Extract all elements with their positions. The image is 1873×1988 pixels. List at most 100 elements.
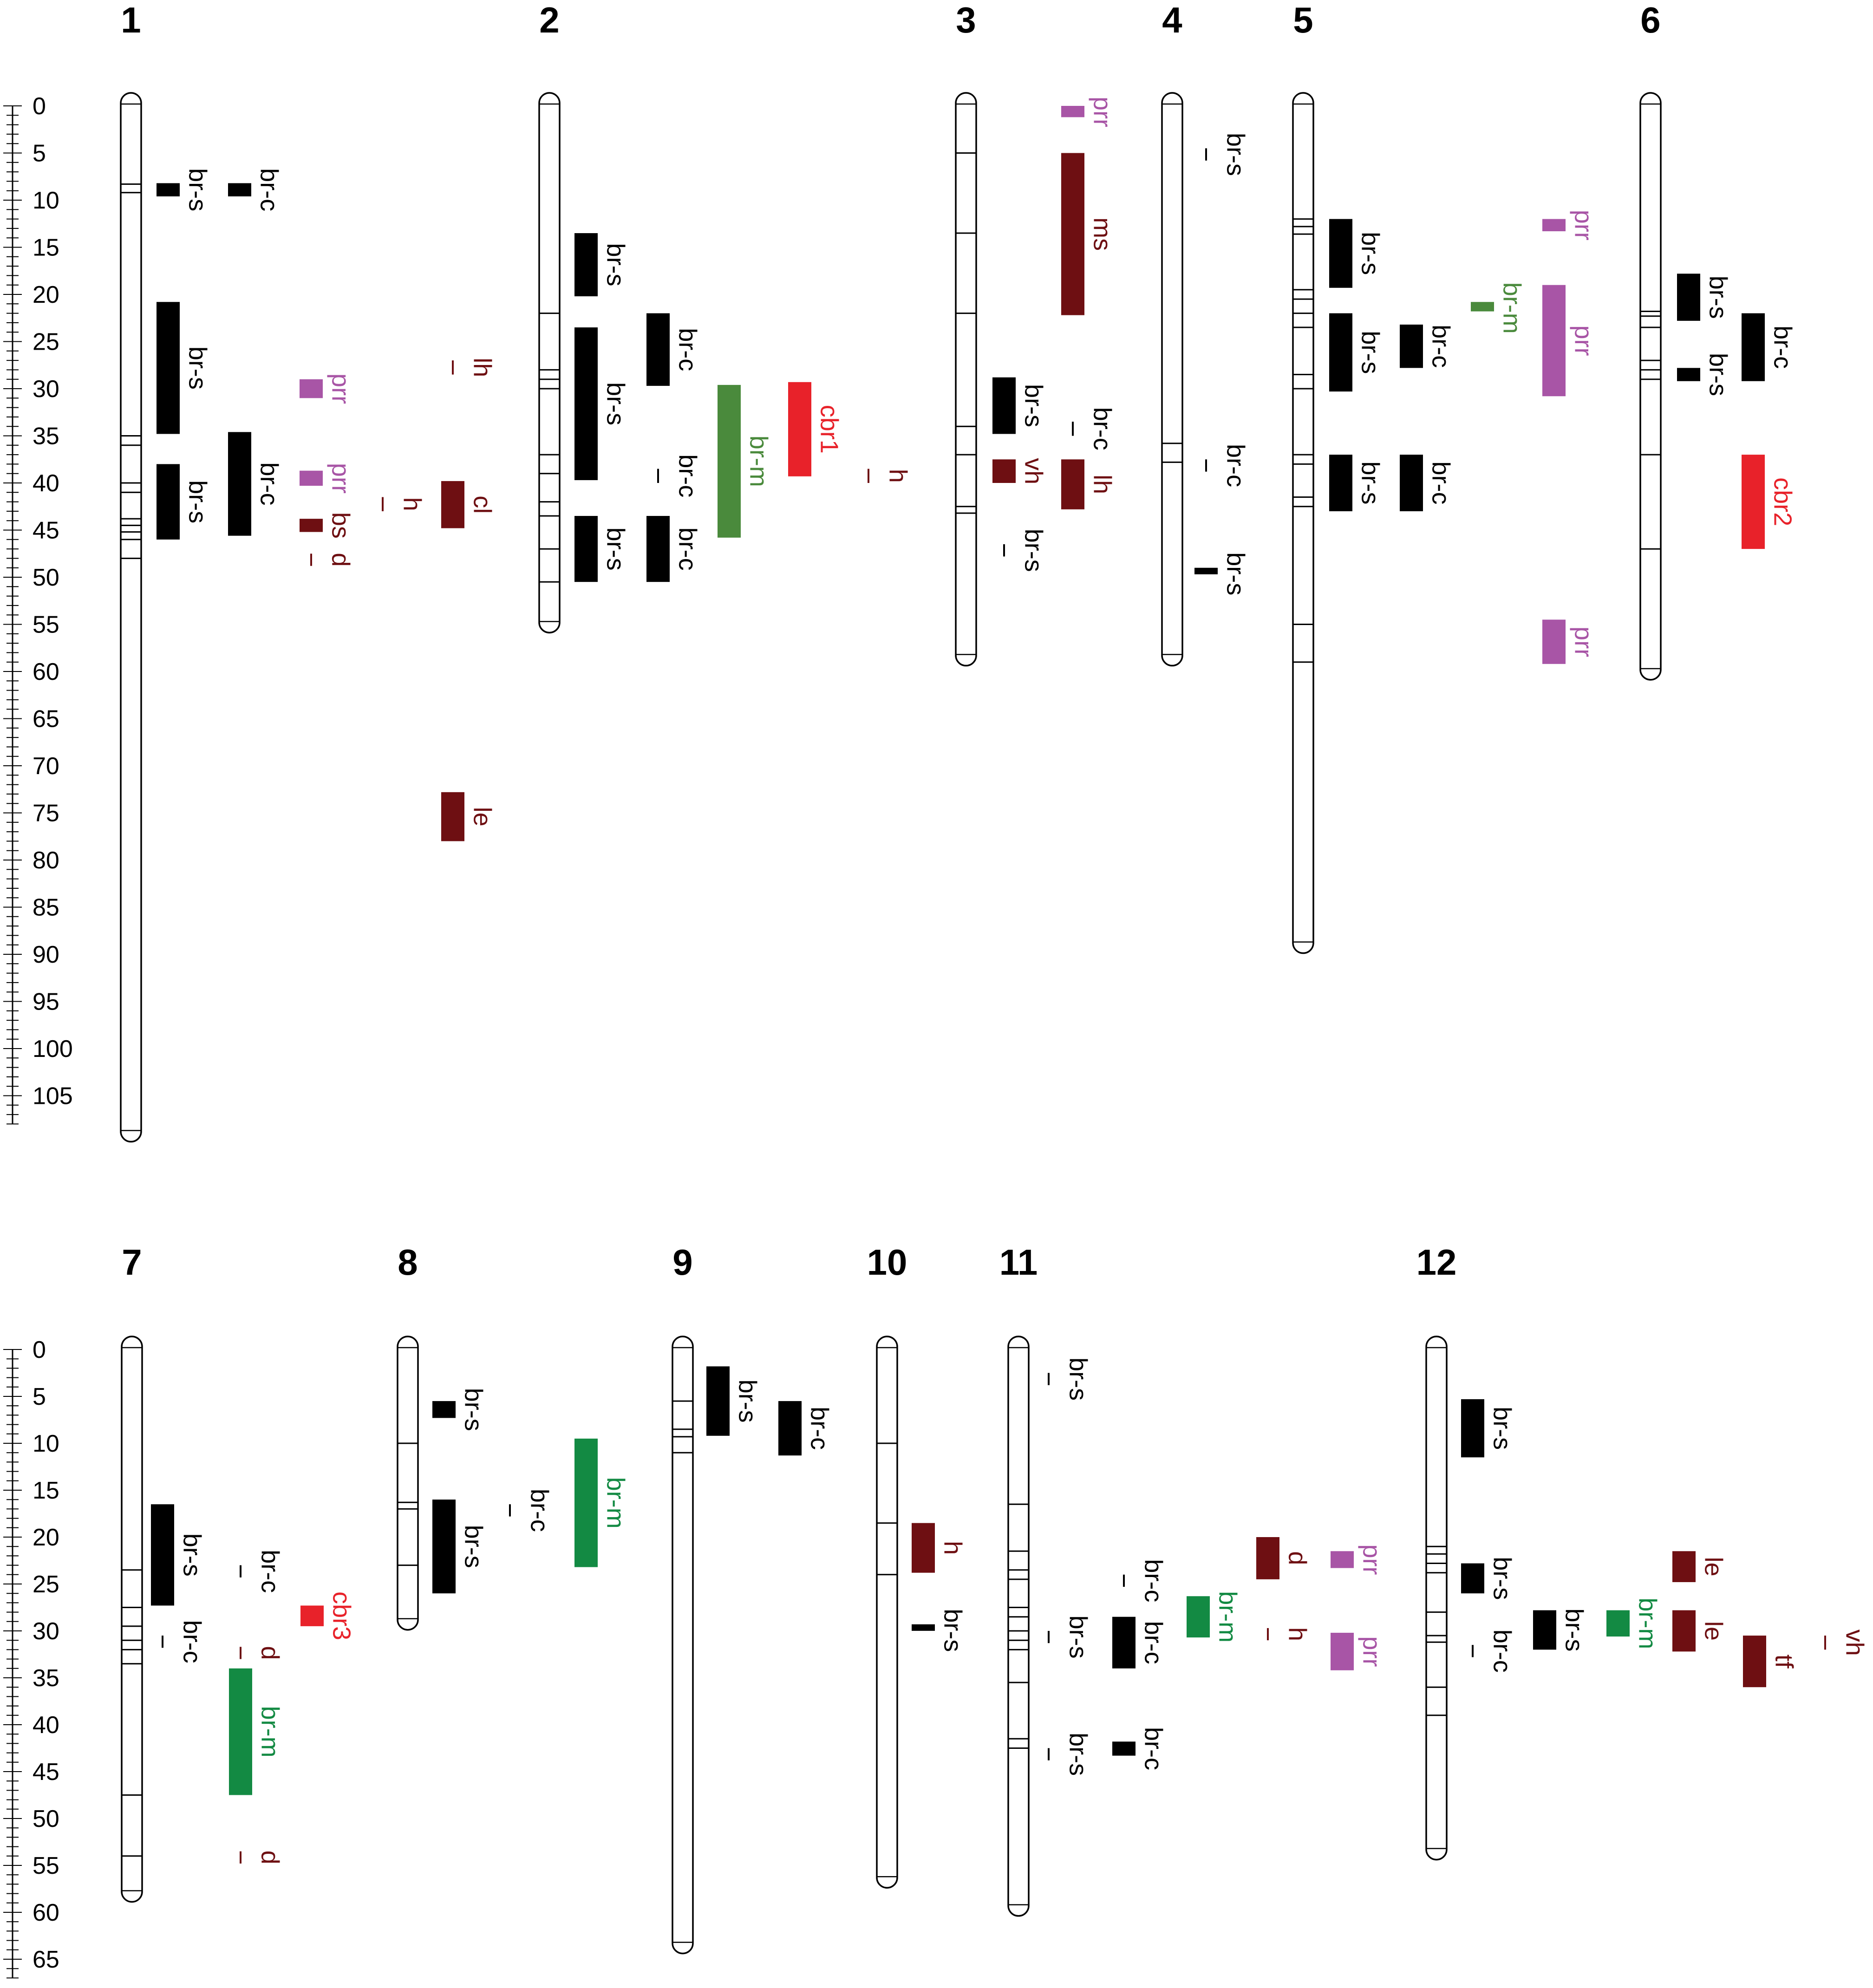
chromosome-body	[1161, 92, 1183, 667]
scale-tick-label: 10	[33, 1430, 59, 1457]
qtl-label: br-s	[1356, 232, 1384, 275]
qtl-h: h	[382, 497, 426, 511]
chromosome-number: 10	[867, 1242, 907, 1283]
qtl-bar	[912, 1523, 935, 1573]
qtl-label: cl	[468, 495, 496, 514]
qtl-h: h	[912, 1523, 966, 1573]
qtl-br-c: br-c	[1205, 444, 1249, 487]
qtl-br-c: br-c	[1123, 1559, 1167, 1602]
qtl-bar	[1672, 1610, 1696, 1652]
qtl-br-c: br-c	[228, 168, 283, 211]
qtl-bar	[1331, 1633, 1354, 1670]
qtl-bar	[157, 302, 180, 434]
qtl-label: prr	[1569, 626, 1597, 657]
qtl-prr: prr	[1331, 1544, 1385, 1575]
qtl-br-s: br-s	[1003, 529, 1047, 572]
qtl-label: br-m	[601, 1477, 629, 1529]
qtl-br-s: br-s	[151, 1504, 206, 1606]
qtl-label: cbr3	[327, 1591, 355, 1640]
qtl-label: ms	[1088, 217, 1116, 251]
qtl-br-s: br-s	[432, 1499, 487, 1594]
qtl-bar	[646, 516, 670, 582]
scale-tick-label: 45	[33, 517, 59, 544]
qtl-br-s: br-s	[1048, 1733, 1092, 1776]
qtl-h: h	[868, 469, 912, 483]
scale-tick-label: 60	[33, 1899, 59, 1926]
scale-tick-label: 65	[33, 706, 59, 733]
qtl-label: br-c	[525, 1489, 553, 1532]
qtl-label: h	[939, 1541, 966, 1555]
qtl-bar	[441, 481, 464, 528]
scale-tick-label: 20	[33, 1524, 59, 1551]
qtl-br-c: br-c	[228, 432, 283, 536]
qtl-bar	[706, 1366, 730, 1436]
scale-tick-label: 35	[33, 1665, 59, 1692]
qtl-label: br-m	[256, 1706, 284, 1758]
qtl-bar	[1542, 285, 1566, 397]
qtl-br-m: br-m	[1471, 282, 1526, 334]
scale-tick-label: 50	[33, 564, 59, 591]
qtl-br-c: br-c	[1472, 1630, 1516, 1673]
chromosome-number: 9	[672, 1242, 692, 1283]
qtl-bar	[1461, 1399, 1484, 1458]
qtl-label: br-c	[1139, 1621, 1167, 1664]
qtl-br-c: br-c	[162, 1620, 206, 1663]
scale-tick-label: 60	[33, 658, 59, 685]
scale-tick-label: 100	[33, 1036, 73, 1062]
chromosome-number: 11	[999, 1242, 1038, 1283]
scale-tick-label: 15	[33, 1477, 59, 1504]
qtl-label: br-s	[1356, 462, 1384, 505]
qtl-label: br-c	[673, 328, 701, 371]
scale-tick-label: 40	[33, 470, 59, 497]
qtl-br-c: br-c	[657, 454, 701, 497]
chromosome-body	[397, 1336, 419, 1631]
qtl-bar	[574, 327, 598, 480]
qtl-label: br-c	[1221, 444, 1249, 487]
scale-tick-label: 75	[33, 800, 59, 827]
qtl-label: prr	[1357, 1544, 1385, 1575]
qtl-vh: vh	[992, 458, 1047, 484]
qtl-br-s: br-s	[1677, 353, 1732, 396]
scale-tick-label: 10	[33, 187, 59, 214]
qtl-label: h	[398, 497, 426, 511]
scale-tick-label: 30	[33, 376, 59, 403]
qtl-label: prr	[326, 373, 354, 404]
qtl-label: prr	[326, 463, 354, 494]
scale-tick-label: 20	[33, 281, 59, 308]
chromosome-body	[1425, 1336, 1448, 1861]
qtl-cbr2: cbr2	[1742, 455, 1796, 549]
chromosome-4: 4br-sbr-cbr-s	[1161, 0, 1249, 667]
qtl-label: br-s	[1019, 529, 1047, 572]
qtl-br-s: br-s	[1461, 1399, 1516, 1458]
chromosome-number: 5	[1293, 0, 1313, 40]
qtl-bar	[229, 1668, 252, 1795]
qtl-br-c: br-c	[646, 313, 701, 386]
qtl-le: le	[1672, 1610, 1727, 1652]
qtl-label: br-s	[1560, 1608, 1588, 1651]
qtl-br-c: br-c	[778, 1401, 833, 1456]
qtl-br-s: br-s	[574, 516, 629, 582]
qtl-bar	[1061, 459, 1084, 509]
scale-tick-label: 25	[33, 1571, 59, 1598]
chromosome-9: 9 br-s br-c	[672, 1242, 833, 1955]
qtl-br-s: br-s	[157, 168, 211, 211]
qtl-br-c: br-c	[1112, 1727, 1167, 1770]
qtl-label: br-s	[1488, 1407, 1516, 1450]
qtl-label: br-c	[255, 463, 283, 506]
qtl-bar	[1677, 274, 1700, 321]
qtl-label: br-s	[1064, 1616, 1092, 1659]
qtl-label: bs	[326, 512, 354, 539]
chromosome-number: 2	[539, 0, 559, 40]
qtl-label: br-s	[459, 1525, 487, 1568]
chromosome-number: 1	[121, 0, 141, 40]
qtl-label: br-s	[733, 1380, 761, 1423]
qtl-bar	[1742, 313, 1765, 381]
qtl-bar	[228, 432, 251, 536]
qtl-br-s: br-s	[706, 1366, 761, 1436]
scale-tick-label: 30	[33, 1618, 59, 1645]
